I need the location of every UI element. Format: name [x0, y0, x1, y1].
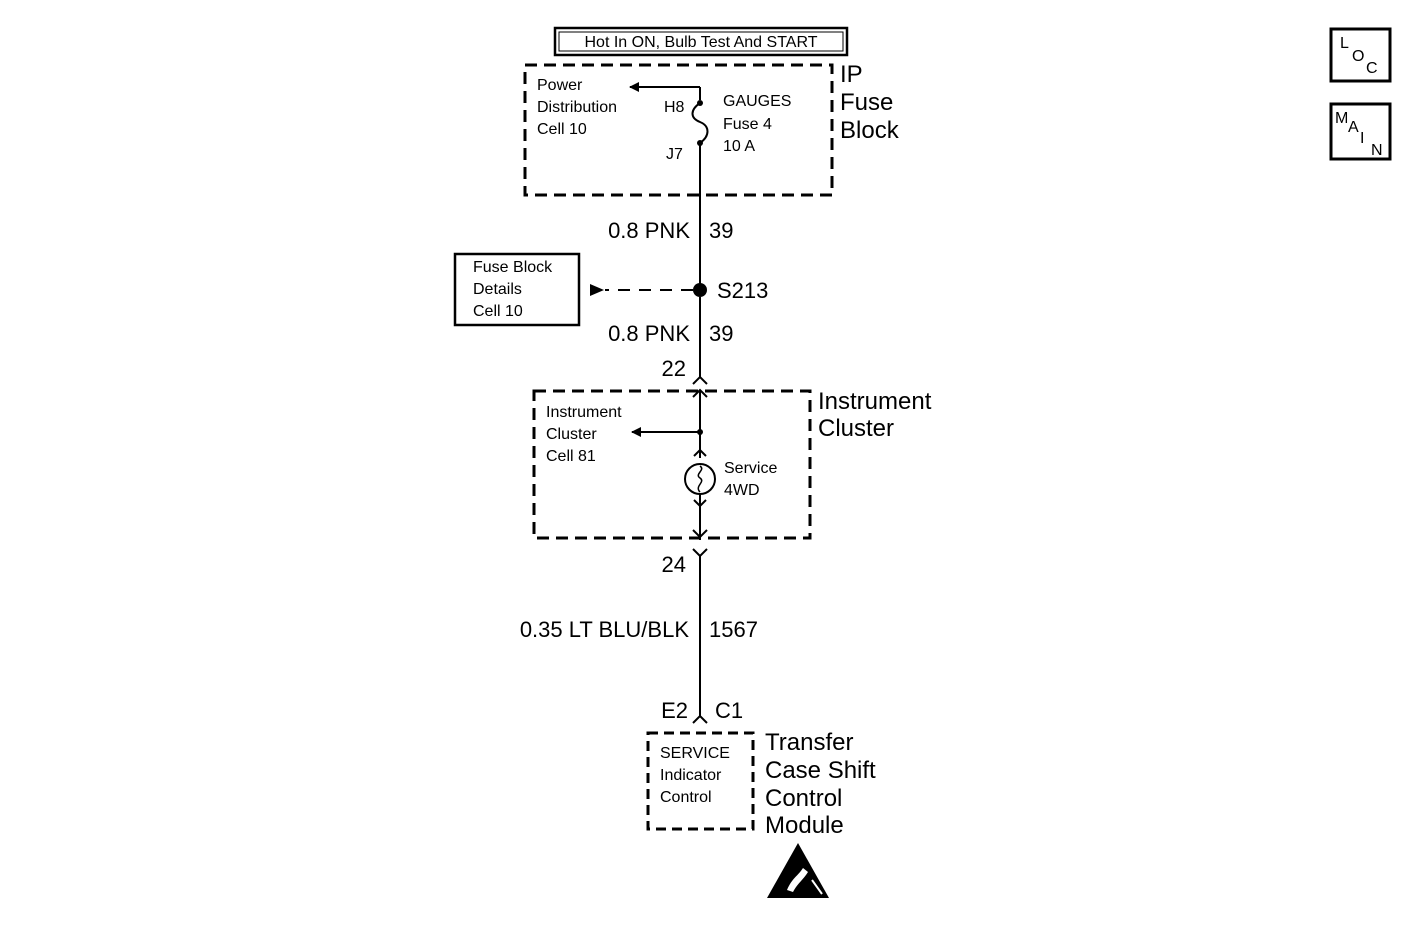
svg-text:Hot In ON, Bulb Test And START: Hot In ON, Bulb Test And START	[585, 34, 818, 51]
instrument-cluster: Instrument Cluster Instrument Cluster Ce…	[532, 388, 932, 540]
svg-text:22: 22	[662, 356, 686, 381]
fuse-symbol	[691, 100, 709, 146]
svg-text:4WD: 4WD	[724, 482, 760, 499]
ip-fuse-block-title-2: Fuse	[840, 89, 893, 116]
svg-text:L: L	[1340, 35, 1349, 52]
svg-text:Instrument: Instrument	[546, 404, 622, 421]
fuse-block-details-box[interactable]: Fuse Block Details Cell 10	[453, 252, 581, 327]
svg-text:Details: Details	[473, 281, 522, 298]
wire-2-circuit: 39	[709, 321, 733, 346]
svg-text:S213: S213	[717, 278, 768, 303]
svg-text:Cell 81: Cell 81	[546, 448, 596, 465]
service-indicator-control-label: SERVICE	[660, 745, 730, 762]
svg-text:24: 24	[662, 552, 686, 577]
svg-text:Distribution: Distribution	[537, 99, 617, 116]
power-source-label: Hot In ON, Bulb Test And START	[553, 26, 849, 57]
svg-text:N: N	[1371, 142, 1383, 159]
splice-s213: S213	[693, 278, 768, 303]
wire-1-circuit: 39	[709, 218, 733, 243]
fuse-label: GAUGES	[723, 93, 791, 110]
svg-text:Control: Control	[660, 789, 712, 806]
svg-text:10 A: 10 A	[723, 138, 755, 155]
ip-fuse-block-title-1: IP	[840, 61, 863, 88]
svg-text:Power: Power	[537, 77, 583, 94]
svg-text:Fuse Block: Fuse Block	[473, 259, 553, 276]
ip-fuse-block: IP Fuse Block Power Distribution Cell 10…	[523, 61, 900, 197]
esd-warning-icon	[767, 843, 829, 898]
ip-fuse-block-title-3: Block	[840, 117, 900, 144]
wire-3-gauge-color: 0.35 LT BLU/BLK	[520, 617, 690, 642]
pin-h8: H8	[664, 99, 685, 116]
wire-1-gauge-color: 0.8 PNK	[608, 218, 690, 243]
module-title-2: Case Shift	[765, 757, 876, 784]
service-4wd-lamp-label: Service	[724, 460, 777, 477]
svg-text:O: O	[1352, 48, 1364, 65]
connector-e2-c1: E2 C1	[661, 698, 743, 724]
wire-2-gauge-color: 0.8 PNK	[608, 321, 690, 346]
svg-text:Cluster: Cluster	[546, 426, 597, 443]
loc-nav-button[interactable]: L O C	[1329, 27, 1392, 83]
svg-text:Cell 10: Cell 10	[537, 121, 587, 138]
module-title-3: Control	[765, 785, 842, 812]
svg-text:C1: C1	[715, 698, 743, 723]
transfer-case-shift-control-module: SERVICE Indicator Control Transfer Case …	[646, 729, 876, 839]
service-4wd-bulb-icon	[684, 463, 716, 508]
svg-text:A: A	[1348, 119, 1359, 136]
fuse-block-details-link	[590, 284, 693, 296]
wire-3-circuit: 1567	[709, 617, 758, 642]
svg-text:E2: E2	[661, 698, 688, 723]
power-distribution-arrow	[629, 82, 701, 100]
instrument-cluster-title-2: Cluster	[818, 415, 894, 442]
svg-text:C: C	[1366, 60, 1378, 77]
module-title-1: Transfer	[765, 729, 853, 756]
svg-text:M: M	[1335, 110, 1348, 127]
main-nav-button[interactable]: M A I N	[1329, 102, 1392, 161]
svg-text:Indicator: Indicator	[660, 767, 722, 784]
pin-j7: J7	[666, 146, 683, 163]
svg-text:Fuse 4: Fuse 4	[723, 116, 772, 133]
instrument-cluster-title-1: Instrument	[818, 388, 932, 415]
svg-text:Cell 10: Cell 10	[473, 303, 523, 320]
module-title-4: Module	[765, 812, 844, 839]
connector-24: 24	[662, 548, 708, 577]
svg-text:I: I	[1360, 130, 1364, 147]
